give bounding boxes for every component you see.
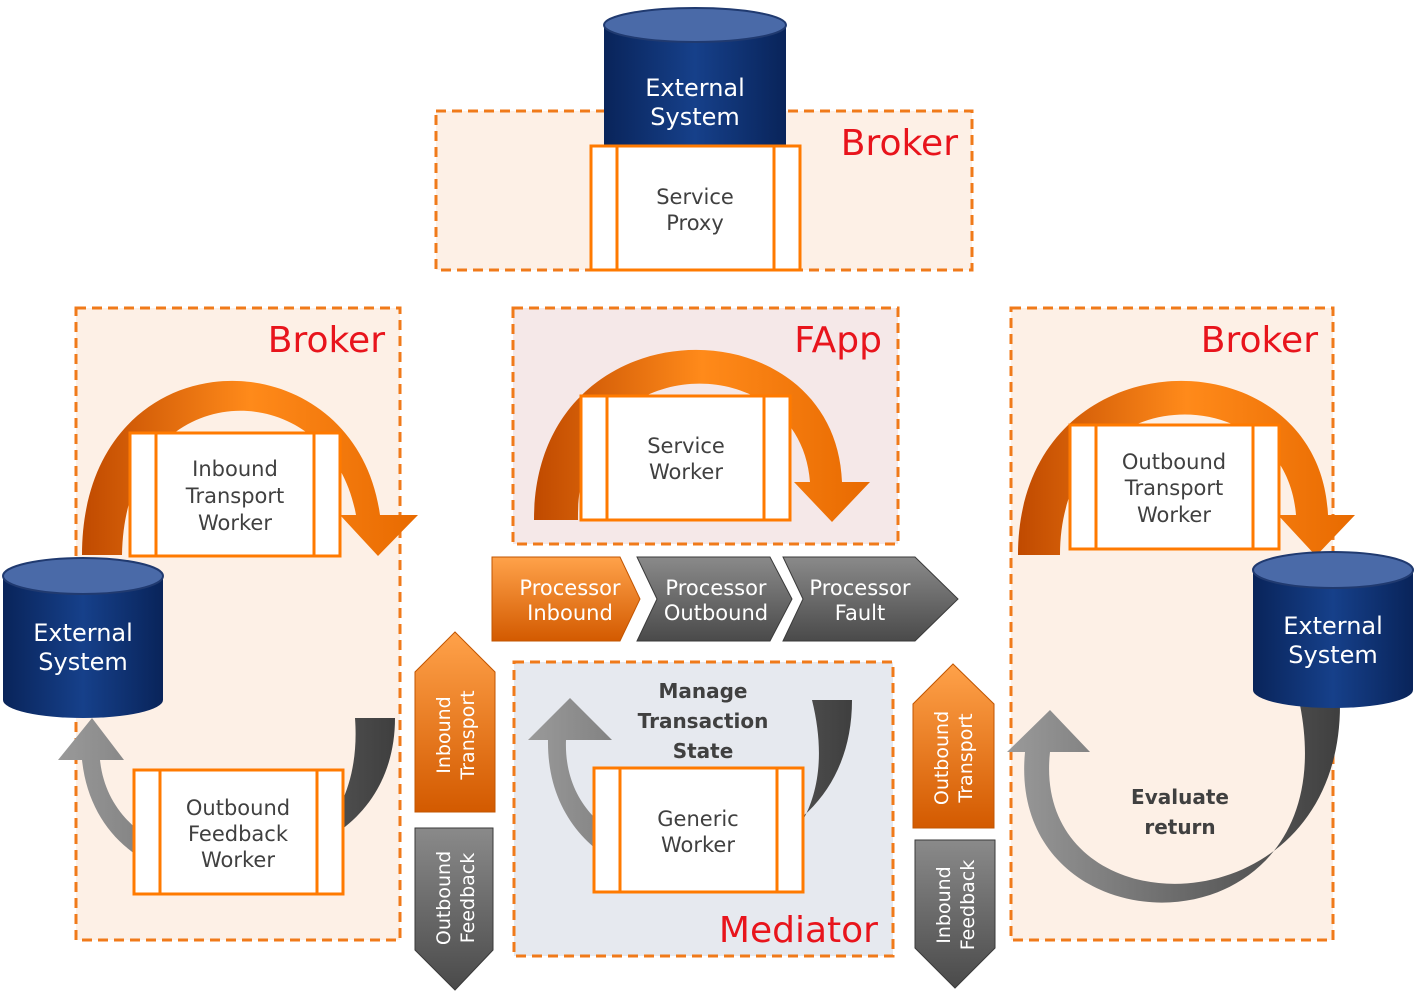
db-label-line: System — [38, 648, 128, 676]
service-proxy-box: Service Proxy — [589, 144, 802, 272]
manage-transaction-state-label: Manage Transaction State — [638, 679, 769, 763]
db-label-line: System — [650, 103, 740, 131]
processor-label-line: Processor — [665, 576, 767, 600]
service-worker-box: Service Worker — [579, 394, 792, 522]
outbound-transport-up-arrow: Outbound Transport — [912, 663, 995, 829]
side-arrow-label-line: Inbound — [933, 866, 955, 943]
worker-label-line: Proxy — [666, 211, 724, 235]
side-arrow-label-line: Outbound — [433, 851, 455, 945]
inbound-transport-worker-box: Inbound Transport Worker — [128, 431, 342, 558]
annotation-line: Manage — [658, 679, 747, 703]
zone-label-mediator: Mediator — [719, 910, 878, 951]
zone-label-fapp: FApp — [794, 320, 882, 361]
side-arrow-label-line: Feedback — [457, 853, 479, 943]
evaluate-return-label: Evaluate return — [1131, 785, 1229, 839]
processor-inbound-chevron: Processor Inbound — [491, 556, 641, 642]
db-label-line: External — [33, 619, 133, 647]
top-external-system-db: External System — [603, 7, 787, 150]
worker-label-line: Service — [647, 434, 725, 458]
worker-label-line: Worker — [661, 833, 735, 857]
processor-label-line: Fault — [835, 601, 885, 625]
worker-label-line: Inbound — [192, 457, 278, 481]
worker-label-line: Outbound — [186, 796, 290, 820]
side-arrow-label-line: Transport — [457, 690, 479, 780]
inbound-transport-up-arrow: Inbound Transport — [414, 631, 496, 813]
annotation-line: Evaluate — [1131, 785, 1229, 809]
processor-label-line: Processor — [519, 576, 621, 600]
worker-label-line: Worker — [1137, 503, 1211, 527]
annotation-line: State — [673, 739, 734, 763]
db-label-line: External — [1283, 612, 1383, 640]
fapp-orange-arc-arrow — [534, 349, 870, 522]
db-label-line: System — [1288, 641, 1378, 669]
left-orange-arc-arrow — [82, 380, 418, 556]
right-gray-arc-arrow — [1007, 705, 1340, 903]
worker-label-line: Service — [656, 185, 734, 209]
left-external-system-db: External System — [2, 557, 164, 718]
zone-label-top-broker: Broker — [841, 123, 958, 164]
worker-label-line: Outbound — [1122, 450, 1226, 474]
processor-outbound-chevron: Processor Outbound — [636, 556, 793, 642]
side-arrow-label-line: Outbound — [931, 711, 953, 805]
side-arrow-label-line: Inbound — [433, 696, 455, 773]
generic-worker-box: Generic Worker — [592, 766, 805, 894]
annotation-line: Transaction — [638, 709, 769, 733]
worker-label-line: Worker — [201, 848, 275, 872]
worker-label-line: Transport — [185, 484, 285, 508]
worker-label-line: Feedback — [188, 822, 289, 846]
inbound-feedback-down-arrow: Inbound Feedback — [914, 839, 996, 989]
outbound-feedback-worker-box: Outbound Feedback Worker — [132, 768, 345, 896]
processor-fault-chevron: Processor Fault — [782, 556, 959, 642]
processor-label-line: Outbound — [664, 601, 768, 625]
worker-label-line: Worker — [649, 460, 723, 484]
processor-label-line: Processor — [809, 576, 911, 600]
right-external-system-db: External System — [1252, 551, 1414, 708]
db-label-line: External — [645, 74, 745, 102]
processor-label-line: Inbound — [527, 601, 613, 625]
worker-label-line: Transport — [1124, 476, 1224, 500]
zone-label-left-broker: Broker — [268, 320, 385, 361]
outbound-feedback-down-arrow: Outbound Feedback — [414, 827, 494, 991]
worker-label-line: Worker — [198, 511, 272, 535]
annotation-line: return — [1144, 815, 1215, 839]
outbound-transport-worker-box: Outbound Transport Worker — [1068, 423, 1281, 551]
worker-label-line: Generic — [657, 807, 738, 831]
zone-label-right-broker: Broker — [1201, 320, 1318, 361]
side-arrow-label-line: Transport — [955, 713, 977, 803]
side-arrow-label-line: Feedback — [957, 860, 979, 950]
